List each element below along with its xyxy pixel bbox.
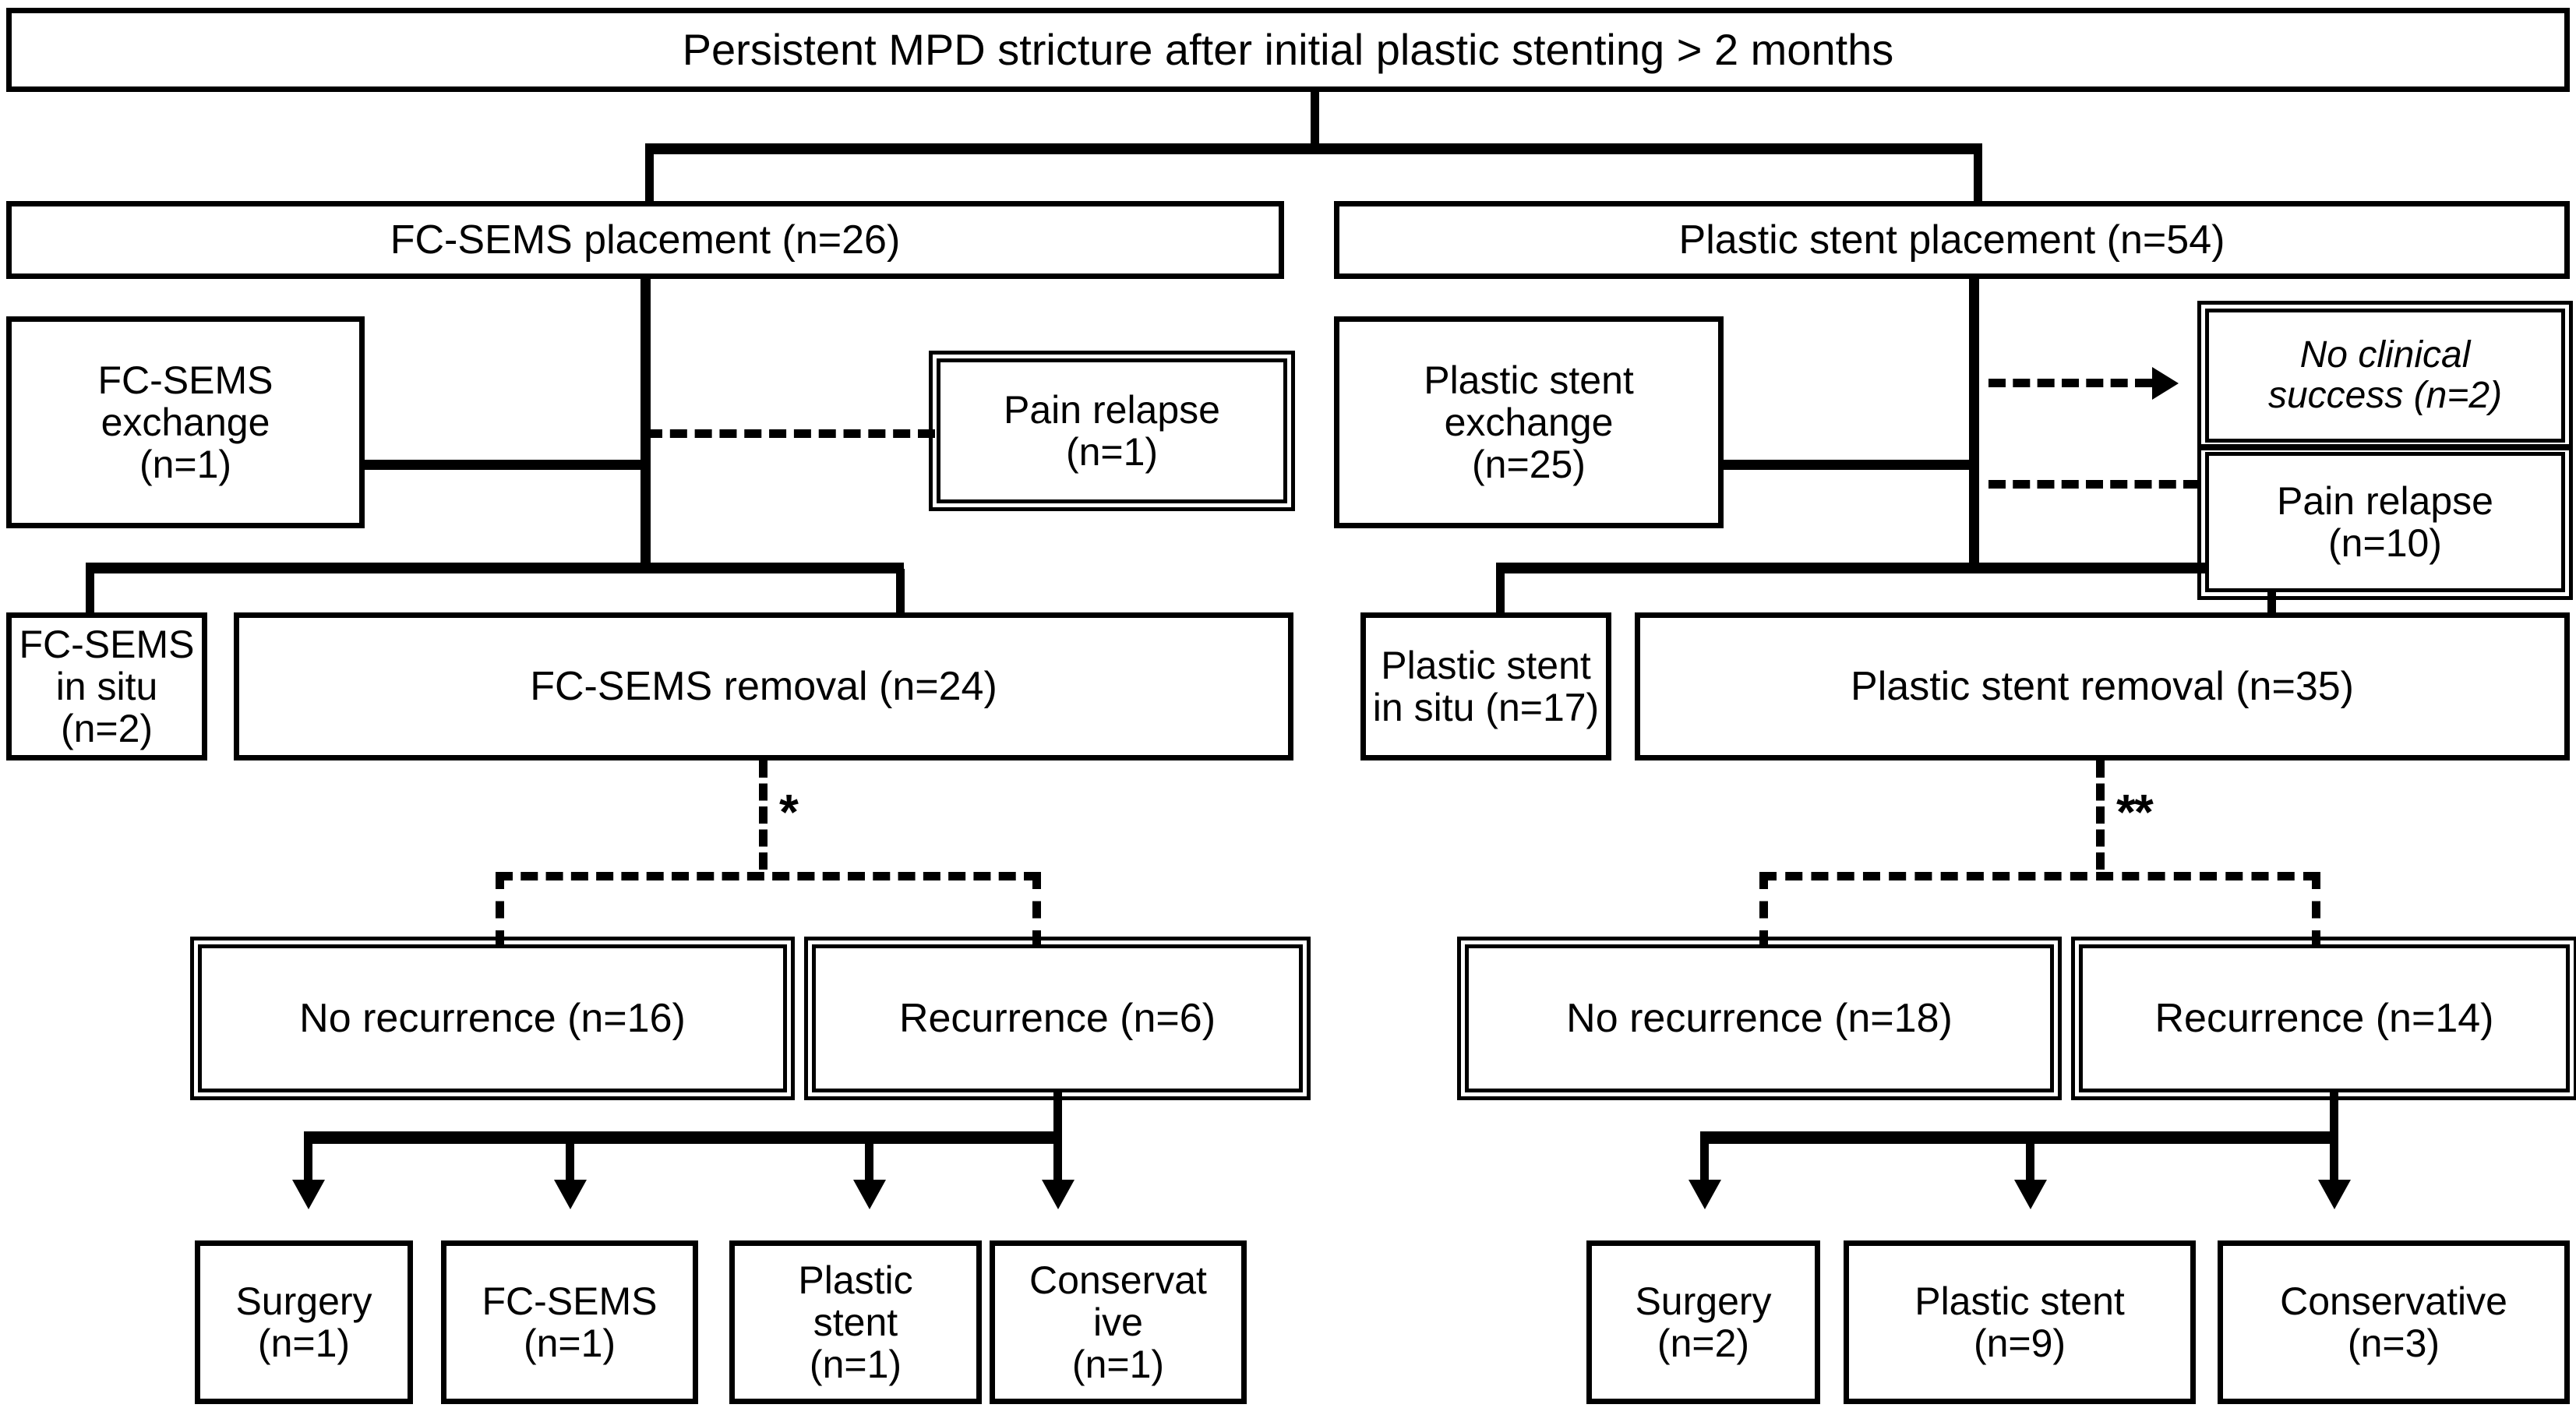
node-left-conservative-label: Conservat ive (n=1): [1029, 1258, 1207, 1386]
node-left-conservative: Conservat ive (n=1): [990, 1240, 1247, 1404]
node-fcsems-insitu: FC-SEMS in situ (n=2): [6, 612, 207, 760]
arrow-down-icon-right-surgery: [1689, 1180, 1721, 1209]
node-plastic-placement: Plastic stent placement (n=54): [1334, 201, 2570, 279]
arrow-down-icon-left-surgery: [292, 1180, 325, 1209]
arrow-right-icon-no-clinical-success: [2152, 367, 2179, 400]
connector-right-recurrence-stem: [2330, 1092, 2338, 1138]
connector-left-to-fcsems: [566, 1138, 574, 1186]
node-right-plastic-stent-label: Plastic stent (n=9): [1914, 1279, 2125, 1365]
node-fcsems-removal-label: FC-SEMS removal (n=24): [530, 663, 997, 709]
asterisk-left: *: [779, 784, 799, 840]
connector-right-to-conservative: [2330, 1138, 2338, 1186]
node-plastic-removal-label: Plastic stent removal (n=35): [1851, 663, 2354, 709]
connector-fcsems-spine: [640, 279, 651, 569]
node-left-fcsems: FC-SEMS (n=1): [441, 1240, 698, 1404]
node-pain-relapse-right-label: Pain relapse (n=10): [2277, 479, 2493, 565]
connector-fcsems-to-removal: [896, 569, 905, 616]
node-left-surgery-label: Surgery (n=1): [235, 1279, 372, 1365]
connector-left-to-plastic-stent: [865, 1138, 873, 1186]
connector-dashed-no-clinical-success: [1988, 379, 2152, 387]
connector-dashed-left-recurrence-bar: [496, 872, 1041, 880]
node-no-recurrence-right-label: No recurrence (n=18): [1566, 995, 1953, 1041]
node-plastic-exchange: Plastic stent exchange (n=25): [1334, 316, 1724, 528]
arrow-down-icon-left-fcsems: [554, 1180, 587, 1209]
node-plastic-removal: Plastic stent removal (n=35): [1635, 612, 2570, 760]
connector-root-to-plastic: [1974, 150, 1982, 204]
node-recurrence-right-label: Recurrence (n=14): [2154, 995, 2494, 1041]
node-no-clinical-success-label: No clinical success (n=2): [2267, 334, 2503, 416]
arrow-down-icon-left-conservative: [1042, 1180, 1075, 1209]
connector-dashed-to-no-recurrence-left: [496, 872, 504, 947]
node-fcsems-placement: FC-SEMS placement (n=26): [6, 201, 1284, 279]
node-left-plastic-stent: Plastic stent (n=1): [729, 1240, 982, 1404]
connector-dashed-pain-relapse-right: [1988, 480, 2200, 489]
arrow-down-icon-left-plastic-stent: [853, 1180, 886, 1209]
node-right-surgery: Surgery (n=2): [1586, 1240, 1820, 1404]
node-right-conservative-label: Conservative (n=3): [2280, 1279, 2507, 1365]
connector-right-to-surgery: [1700, 1138, 1709, 1186]
node-plastic-exchange-label: Plastic stent exchange (n=25): [1424, 358, 1634, 486]
connector-dashed-right-recurrence-bar: [1759, 872, 2320, 880]
connector-left-recurrence-stem: [1053, 1092, 1062, 1138]
node-left-surgery: Surgery (n=1): [195, 1240, 413, 1404]
node-plastic-placement-label: Plastic stent placement (n=54): [1678, 217, 2225, 263]
node-fcsems-exchange-label: FC-SEMS exchange (n=1): [97, 358, 273, 486]
node-root-label: Persistent MPD stricture after initial p…: [682, 24, 1894, 74]
node-recurrence-right: Recurrence (n=14): [2071, 937, 2576, 1100]
node-plastic-insitu: Plastic stent in situ (n=17): [1360, 612, 1611, 760]
node-fcsems-placement-label: FC-SEMS placement (n=26): [390, 217, 901, 263]
connector-fcsems-split-bar: [86, 563, 904, 573]
connector-left-outcome-bar: [304, 1131, 1061, 1144]
node-no-recurrence-right: No recurrence (n=18): [1457, 937, 2062, 1100]
node-no-recurrence-left-label: No recurrence (n=16): [299, 995, 686, 1041]
connector-dashed-pain-relapse-left: [645, 429, 935, 438]
connector-left-to-conservative: [1053, 1138, 1062, 1186]
connector-dashed-plastic-removal-drop: [2096, 760, 2105, 870]
connector-fcsems-exchange-to-spine: [358, 460, 647, 470]
connector-root-split-bar: [645, 143, 1982, 154]
arrow-down-icon-right-conservative: [2318, 1180, 2351, 1209]
node-right-plastic-stent: Plastic stent (n=9): [1844, 1240, 2196, 1404]
node-pain-relapse-left-label: Pain relapse (n=1): [1004, 388, 1220, 474]
node-no-clinical-success: No clinical success (n=2): [2197, 301, 2573, 450]
node-left-fcsems-label: FC-SEMS (n=1): [482, 1279, 658, 1365]
arrow-down-icon-right-plastic-stent: [2014, 1180, 2047, 1209]
node-right-conservative: Conservative (n=3): [2218, 1240, 2570, 1404]
connector-right-outcome-bar: [1700, 1131, 2338, 1144]
node-right-surgery-label: Surgery (n=2): [1635, 1279, 1772, 1365]
node-pain-relapse-left: Pain relapse (n=1): [929, 351, 1295, 511]
node-fcsems-removal: FC-SEMS removal (n=24): [234, 612, 1293, 760]
node-root: Persistent MPD stricture after initial p…: [6, 8, 2570, 92]
node-fcsems-exchange: FC-SEMS exchange (n=1): [6, 316, 365, 528]
connector-plastic-exchange-to-spine: [1717, 460, 1976, 470]
connector-dashed-fcsems-removal-drop: [759, 760, 768, 870]
connector-plastic-to-removal: [2267, 569, 2276, 616]
connector-plastic-to-insitu: [1496, 569, 1505, 616]
node-pain-relapse-right: Pain relapse (n=10): [2197, 444, 2573, 600]
node-left-plastic-stent-label: Plastic stent (n=1): [798, 1258, 913, 1386]
node-fcsems-insitu-label: FC-SEMS in situ (n=2): [19, 623, 195, 750]
asterisk-right: **: [2116, 784, 2154, 840]
connector-dashed-to-recurrence-left: [1032, 872, 1041, 947]
connector-left-to-surgery: [304, 1138, 312, 1186]
connector-root-to-fcsems: [645, 150, 654, 204]
node-no-recurrence-left: No recurrence (n=16): [190, 937, 795, 1100]
connector-right-to-plastic-stent: [2026, 1138, 2034, 1186]
connector-plastic-split-bar: [1496, 563, 2275, 573]
node-recurrence-left: Recurrence (n=6): [804, 937, 1311, 1100]
connector-fcsems-to-insitu: [86, 569, 94, 616]
node-recurrence-left-label: Recurrence (n=6): [898, 995, 1216, 1041]
node-plastic-insitu-label: Plastic stent in situ (n=17): [1372, 644, 1600, 729]
connector-root-stem: [1311, 92, 1319, 150]
connector-dashed-to-recurrence-right: [2312, 872, 2320, 947]
connector-plastic-spine: [1969, 279, 1979, 569]
connector-dashed-to-no-recurrence-right: [1759, 872, 1768, 947]
